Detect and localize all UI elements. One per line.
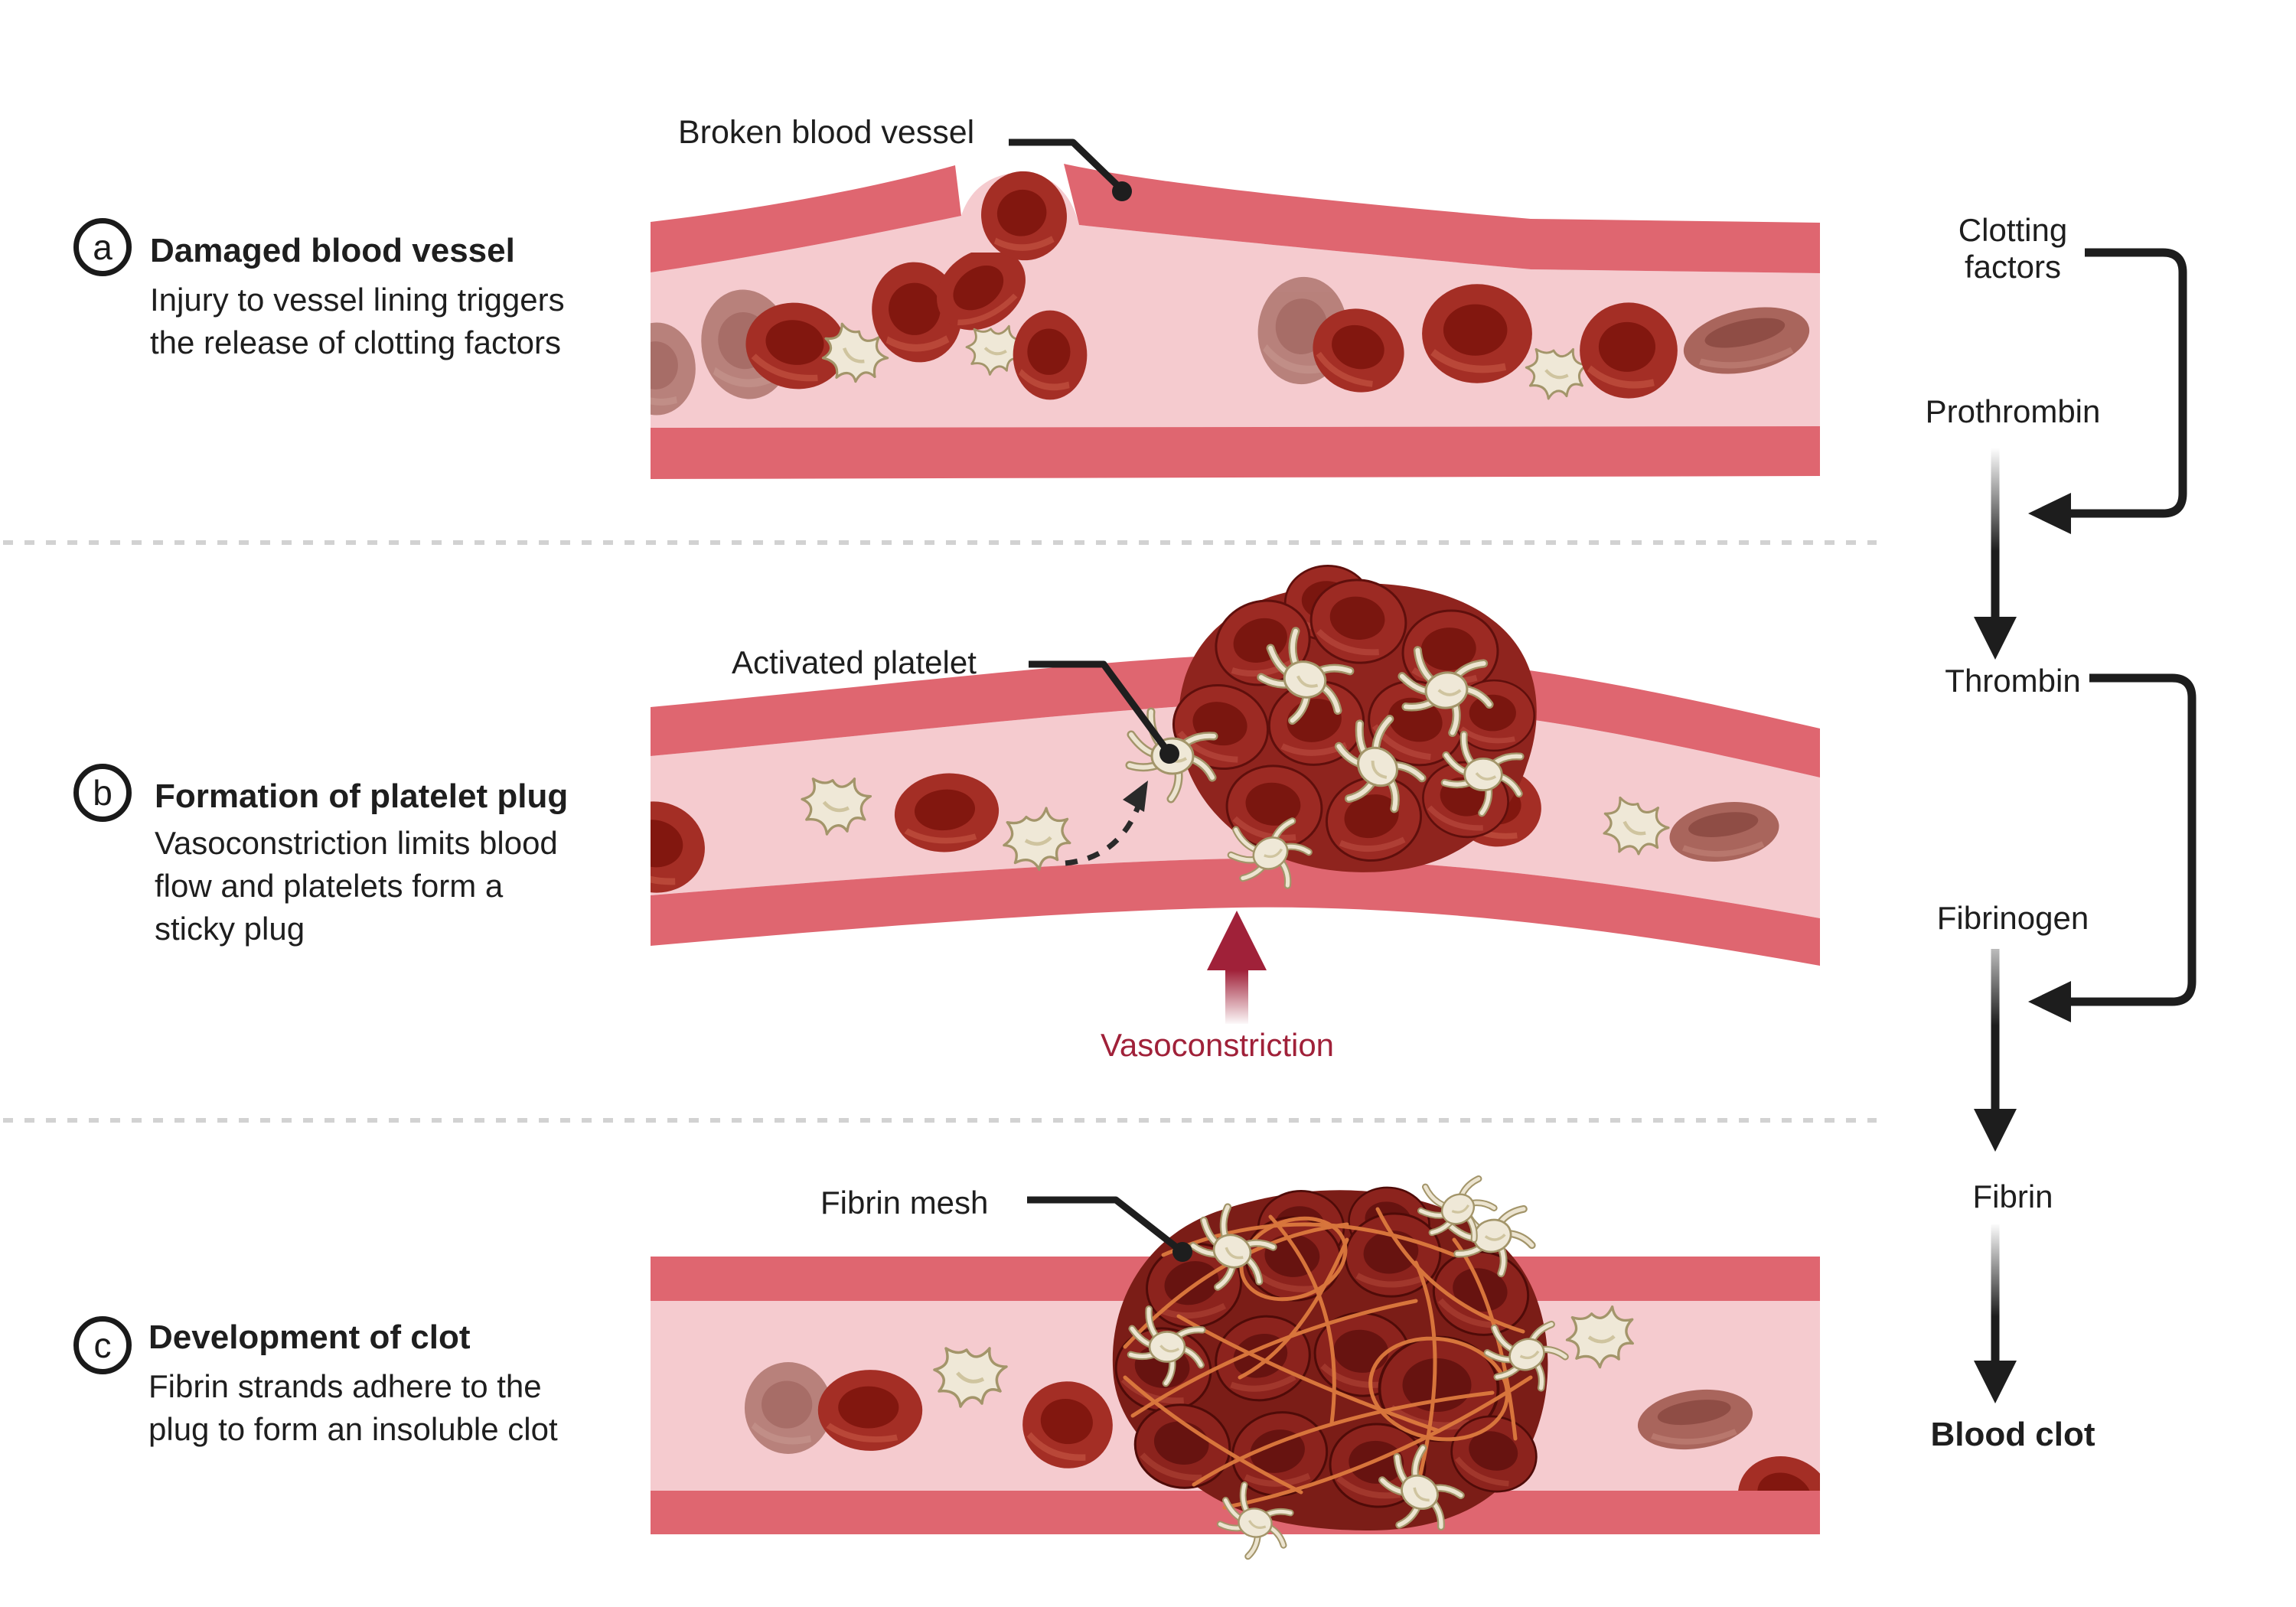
- prothrombin-to-thrombin-arrow: [1974, 448, 2017, 660]
- vessel-a-illustration: [618, 139, 1820, 479]
- step-circle-c: c: [73, 1316, 132, 1374]
- pathway-fibrin: Fibrin: [1972, 1178, 2053, 1214]
- description-line: Fibrin strands adhere to the: [148, 1368, 542, 1404]
- clotting-pathway-arrows: [1974, 248, 2197, 1403]
- section-a-description: Injury to vessel lining triggers the rel…: [150, 279, 565, 364]
- description-line: Injury to vessel lining triggers: [150, 282, 565, 318]
- step-circle-b: b: [73, 764, 132, 822]
- description-line: sticky plug: [155, 911, 305, 947]
- vessel-a-top-wall-left: [651, 165, 961, 272]
- vessel-b-illustration: [651, 566, 1820, 1024]
- step-letter: c: [93, 1325, 112, 1365]
- down-arrowhead-icon: [1974, 617, 2017, 660]
- vessel-a-lumen: [651, 172, 1820, 428]
- platelet-plug: [1130, 566, 1537, 903]
- broken-vessel-leader-line: [1009, 139, 1132, 201]
- activated-platelet-label: Activated platelet: [732, 644, 977, 680]
- blood-clot: [1110, 1162, 1574, 1562]
- description-line: the release of clotting factors: [150, 324, 561, 360]
- leader-dot: [1112, 181, 1132, 201]
- step-letter: b: [93, 773, 113, 813]
- pathway-fibrinogen: Fibrinogen: [1936, 900, 2089, 936]
- pathway-label-line: Clotting: [1958, 212, 2068, 248]
- activated-platelet-leader-line: [1029, 660, 1179, 764]
- section-b-title: Formation of platelet plug: [155, 777, 569, 815]
- vessel-b-bottom-wall: [651, 858, 1820, 966]
- vasoconstriction-arrow: [1207, 911, 1267, 1024]
- left-arrowhead-icon: [2028, 493, 2071, 534]
- pathway-label-line: factors: [1964, 249, 2062, 285]
- left-arrowhead-icon: [2028, 981, 2071, 1022]
- fibrin-mesh-label: Fibrin mesh: [820, 1185, 989, 1221]
- description-line: plug to form an insoluble clot: [148, 1411, 558, 1447]
- vessel-c-illustration: [651, 1162, 1820, 1562]
- description-line: flow and platelets form a: [155, 868, 504, 904]
- description-line: Vasoconstriction limits blood: [155, 825, 558, 861]
- broken-vessel-label: Broken blood vessel: [678, 114, 975, 151]
- section-c-title: Development of clot: [148, 1319, 471, 1356]
- pathway-thrombin: Thrombin: [1945, 663, 2081, 699]
- red-blood-cell: [818, 1370, 922, 1451]
- fibrin-to-blood-clot-arrow: [1974, 1224, 2017, 1403]
- fibrin-mesh-strands: [1123, 1207, 1533, 1510]
- leader-dot: [1172, 1242, 1192, 1262]
- pathway-clotting-factors: Clotting factors: [1860, 212, 2166, 285]
- red-blood-cell: [1580, 302, 1678, 398]
- pathway-blood-clot: Blood clot: [1930, 1416, 2095, 1453]
- clotting-factors-bracket-arrow: [2028, 248, 2187, 534]
- step-letter: a: [93, 227, 113, 267]
- thrombin-bracket-arrow: [2028, 673, 2197, 1022]
- pathway-prothrombin: Prothrombin: [1925, 393, 2101, 429]
- section-c-description: Fibrin strands adhere to the plug to for…: [148, 1365, 558, 1451]
- down-arrowhead-icon: [1974, 1361, 2017, 1403]
- down-arrowhead-icon: [1974, 1109, 2017, 1152]
- platelet-movement-arrow: [1065, 781, 1148, 866]
- red-blood-cell: [1422, 284, 1532, 383]
- vasoconstriction-label: Vasoconstriction: [1101, 1027, 1335, 1063]
- red-blood-cell: [1013, 311, 1088, 400]
- fibrin-mesh-leader-line: [1027, 1196, 1192, 1262]
- fibrinogen-to-fibrin-arrow: [1974, 949, 2017, 1152]
- vessel-a-top-wall-right: [1064, 164, 1820, 273]
- section-a-title: Damaged blood vessel: [150, 232, 515, 269]
- vessel-a-bottom-wall: [651, 426, 1820, 479]
- section-b-description: Vasoconstriction limits blood flow and p…: [155, 822, 558, 950]
- red-blood-cell: [618, 323, 696, 416]
- step-circle-a: a: [73, 218, 132, 276]
- leader-dot: [1159, 744, 1179, 764]
